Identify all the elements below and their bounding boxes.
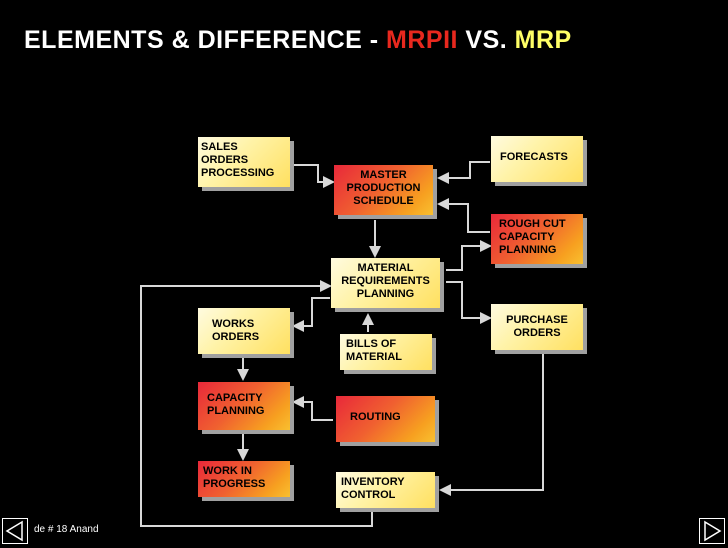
next-arrow-icon <box>704 520 722 542</box>
line-mrp-to-po <box>446 281 492 324</box>
bom-box: BILLS OF MATERIAL <box>340 334 432 370</box>
line-mrp-to-roughcut <box>446 240 492 271</box>
line-inventory-loop <box>140 280 373 527</box>
line-po-to-inventory <box>439 352 544 496</box>
line-sales-to-mps <box>292 164 335 188</box>
title-part1: ELEMENTS & DIFFERENCE - <box>24 26 387 54</box>
capacity-planning-box: CAPACITY PLANNING <box>198 382 290 430</box>
inventory-box: INVENTORY CONTROL <box>336 472 435 508</box>
slide-footer: de # 18 Anand <box>34 524 99 535</box>
line-mrp-to-wo <box>292 297 330 332</box>
line-routing-to-cap <box>292 396 333 421</box>
next-slide-button[interactable] <box>699 518 725 544</box>
title-vs: VS. <box>457 26 515 54</box>
purchase-orders-box: PURCHASE ORDERS <box>491 304 583 350</box>
master-schedule-box: MASTER PRODUCTION SCHEDULE <box>334 165 433 215</box>
line-forecasts-to-mps <box>437 161 490 184</box>
line-roughcut-to-mps <box>437 198 490 233</box>
sales-orders-box: SALES ORDERS PROCESSING <box>198 137 290 187</box>
forecasts-box: FORECASTS <box>491 136 583 182</box>
prev-slide-button[interactable] <box>2 518 28 544</box>
mrp-box: MATERIAL REQUIREMENTS PLANNING <box>331 258 440 308</box>
rough-cut-box: ROUGH CUT CAPACITY PLANNING <box>491 214 583 264</box>
page-title: ELEMENTS & DIFFERENCE - MRPII VS. MRP <box>24 26 572 55</box>
routing-box: ROUTING <box>336 396 435 442</box>
prev-arrow-icon <box>5 520 23 542</box>
title-mrp2: MRPII <box>386 26 458 54</box>
title-mrp: MRP <box>514 26 572 54</box>
works-orders-box: WORKS ORDERS <box>198 308 290 354</box>
wip-box: WORK IN PROGRESS <box>198 461 290 497</box>
